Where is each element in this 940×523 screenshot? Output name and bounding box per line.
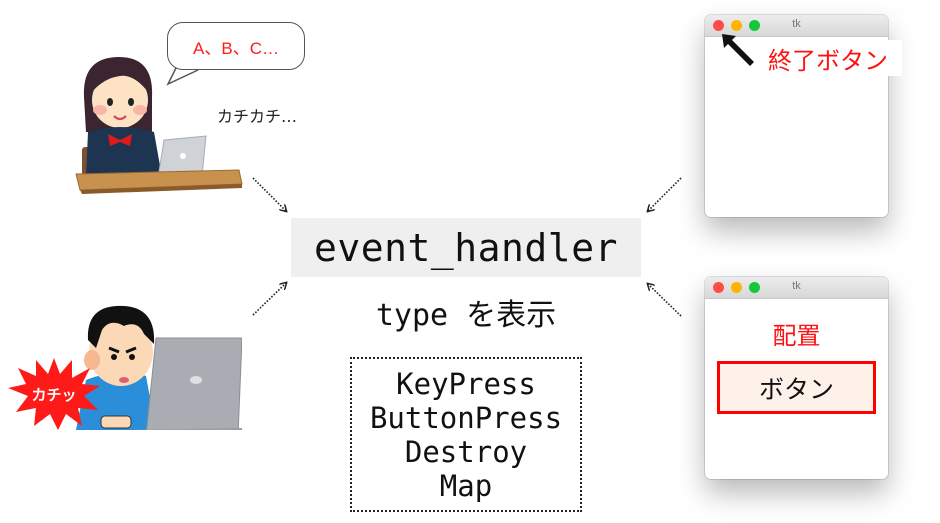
close-button[interactable] <box>713 282 724 293</box>
click-burst-text: カチッ <box>31 386 76 404</box>
arrow-quit-to-handler <box>648 177 682 211</box>
window-titlebar[interactable]: tk <box>705 15 888 37</box>
arrow-place-to-handler <box>648 284 682 317</box>
place-annotation: 配置 <box>772 322 821 350</box>
pointer-arrow-icon <box>722 34 754 66</box>
zoom-button[interactable] <box>749 282 760 293</box>
arrow-keyboard-to-handler <box>252 177 286 211</box>
event-type-item: ButtonPress <box>369 400 563 435</box>
window-titlebar[interactable]: tk <box>705 277 888 299</box>
window-title: tk <box>792 280 801 292</box>
tk-button[interactable]: ボタン <box>717 361 876 414</box>
close-button[interactable] <box>713 20 724 31</box>
event-type-item: Map <box>439 468 493 503</box>
arrow-click-to-handler <box>252 283 286 316</box>
speech-bubble-text: A、B、C… <box>193 38 279 58</box>
boy-clicking-illustration <box>76 305 242 430</box>
speech-bubble: A、B、C… <box>167 22 305 70</box>
handler-subtitle: type を表示 <box>375 298 557 333</box>
click-burst: カチッ <box>8 358 100 430</box>
quit-button-annotation: 終了ボタン <box>764 40 902 76</box>
event-type-item: KeyPress <box>396 366 536 401</box>
event-handler-label: event_handler <box>291 218 641 277</box>
girl-typing-illustration <box>75 57 243 194</box>
window-title: tk <box>792 18 801 30</box>
minimize-button[interactable] <box>731 282 742 293</box>
zoom-button[interactable] <box>749 20 760 31</box>
event-type-list: KeyPress ButtonPress Destroy Map <box>350 357 582 512</box>
minimize-button[interactable] <box>731 20 742 31</box>
event-type-item: Destroy <box>404 434 528 469</box>
typing-sound-text: カチカチ… <box>217 107 298 126</box>
